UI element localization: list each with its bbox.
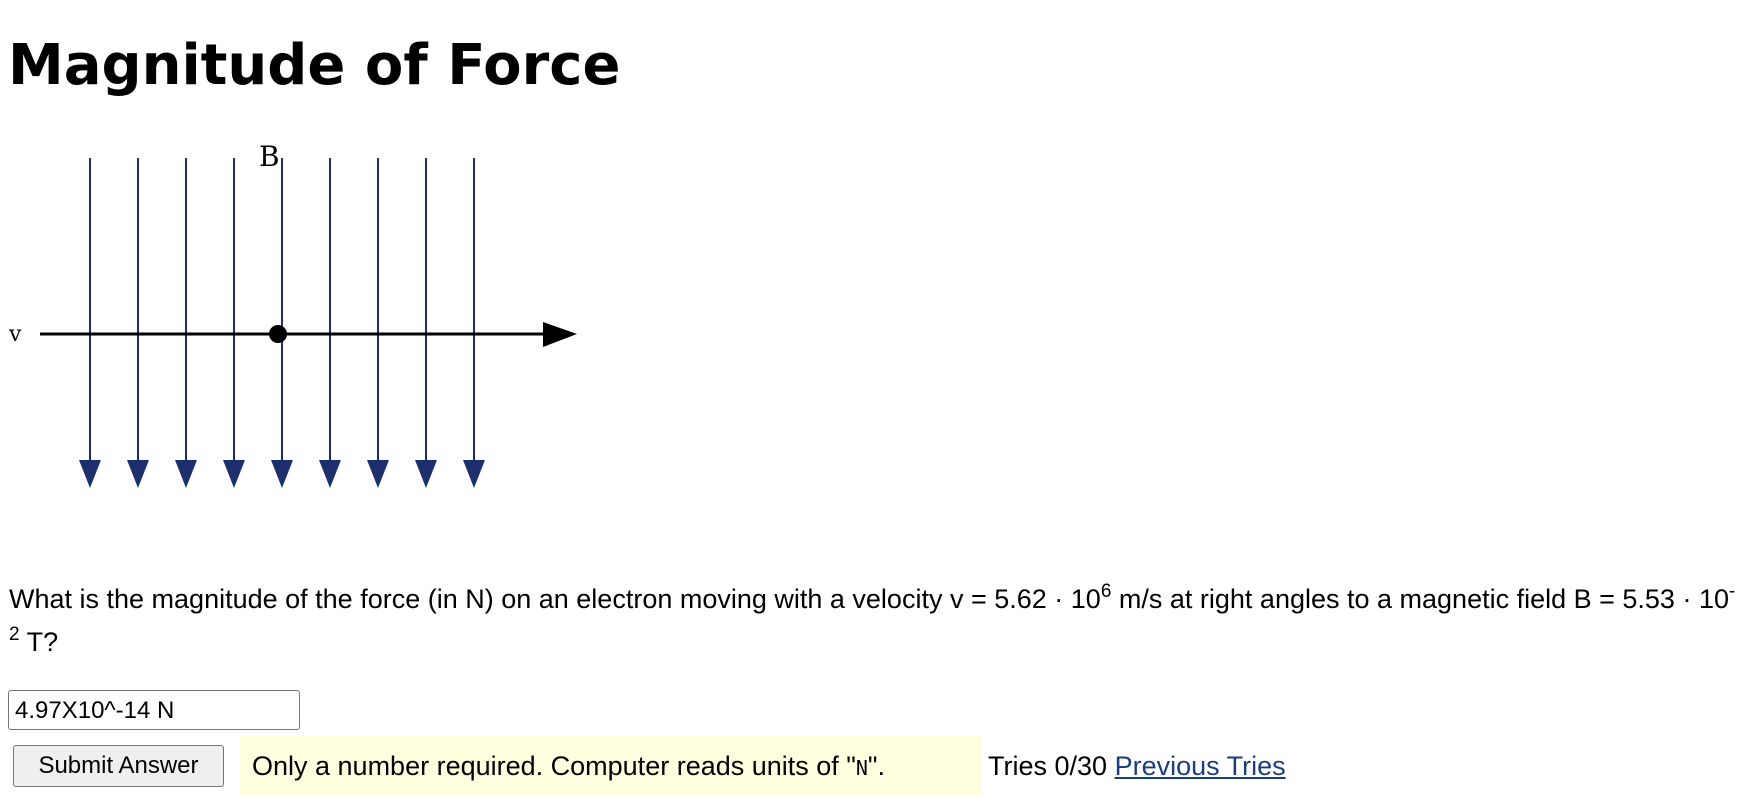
field-arrowhead [127, 460, 149, 488]
units-hint: Only a number required. Computer reads u… [240, 736, 982, 796]
answer-input[interactable] [8, 690, 300, 730]
question-text-part: What is the magnitude of the force (in N… [9, 584, 1101, 614]
field-arrowhead [463, 460, 485, 488]
tries-info: Tries 0/30 Previous Tries [988, 736, 1286, 796]
question-text-part: T? [19, 627, 59, 657]
question-text-part: m/s at right angles to a magnetic field … [1111, 584, 1729, 614]
field-arrowhead [223, 460, 245, 488]
field-arrowhead [79, 460, 101, 488]
hint-unit: N [855, 756, 868, 780]
field-arrowhead [367, 460, 389, 488]
velocity-label: v [8, 322, 22, 347]
hint-text-end: ". [867, 751, 886, 781]
field-lines [79, 158, 485, 488]
b-field-label: B [259, 140, 280, 173]
tries-count: Tries 0/30 [988, 751, 1108, 781]
question-text: What is the magnitude of the force (in N… [9, 578, 1739, 664]
field-arrowhead [271, 460, 293, 488]
previous-tries-link[interactable]: Previous Tries [1114, 751, 1286, 781]
page-title: Magnitude of Force [8, 33, 621, 98]
field-arrowhead [319, 460, 341, 488]
field-arrowhead [415, 460, 437, 488]
magnetic-field-figure: B v [8, 140, 577, 488]
electron-dot [269, 325, 287, 343]
velocity-exponent: 6 [1100, 581, 1112, 602]
velocity-arrowhead [543, 322, 577, 347]
field-exponent: -2 [9, 581, 1736, 645]
submit-answer-button[interactable]: Submit Answer [13, 745, 224, 787]
hint-text: Only a number required. Computer reads u… [252, 751, 856, 781]
field-arrowhead [175, 460, 197, 488]
